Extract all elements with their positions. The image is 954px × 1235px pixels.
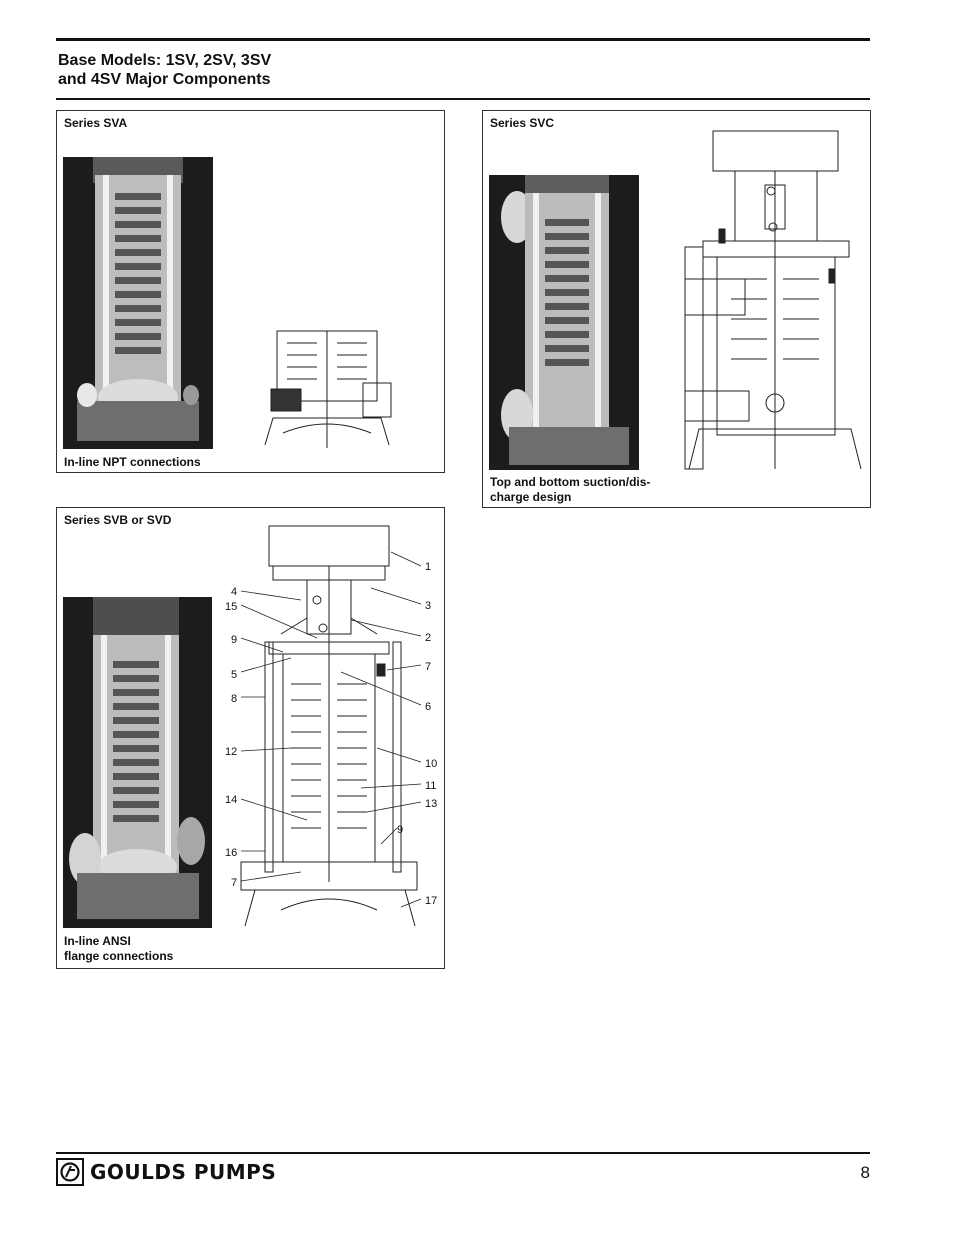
pump-photo-svb bbox=[63, 597, 212, 928]
title-rule bbox=[56, 98, 870, 100]
panel-title-svb: Series SVB or SVD bbox=[64, 513, 172, 527]
caption-svb-line1: In-line ANSI bbox=[64, 934, 131, 948]
callout-7-left: 7 bbox=[231, 877, 237, 889]
page-title-line2: and 4SV Major Components bbox=[58, 71, 271, 88]
top-rule bbox=[56, 38, 870, 41]
callout-9-right: 9 bbox=[397, 824, 403, 836]
panel-series-svb-svd: Series SVB or SVD bbox=[56, 507, 445, 969]
callout-7-right: 7 bbox=[425, 661, 431, 673]
callout-5: 5 bbox=[231, 669, 237, 681]
callout-16: 16 bbox=[225, 847, 237, 859]
brand-name: GOULDS PUMPS bbox=[90, 1160, 277, 1184]
callout-10: 10 bbox=[425, 758, 437, 770]
cross-section-drawing-sva bbox=[263, 323, 403, 453]
callout-13: 13 bbox=[425, 798, 437, 810]
callout-11: 11 bbox=[425, 780, 436, 792]
callout-6: 6 bbox=[425, 701, 431, 713]
callout-14: 14 bbox=[225, 794, 237, 806]
footer-rule bbox=[56, 1152, 870, 1154]
caption-svc-line2: charge design bbox=[490, 490, 572, 504]
caption-svc: Top and bottom suction/dis- charge desig… bbox=[490, 475, 650, 505]
callout-9-left: 9 bbox=[231, 634, 237, 646]
callout-12: 12 bbox=[225, 746, 237, 758]
callout-17: 17 bbox=[425, 895, 437, 907]
callout-1: 1 bbox=[425, 561, 431, 573]
callout-3: 3 bbox=[425, 600, 431, 612]
goulds-emblem-icon bbox=[56, 1158, 84, 1186]
caption-svc-line1: Top and bottom suction/dis- bbox=[490, 475, 651, 489]
panel-title-svc: Series SVC bbox=[490, 116, 555, 130]
panel-series-svc: Series SVC bbox=[482, 110, 871, 508]
page-title-line1: Base Models: 1SV, 2SV, 3SV bbox=[58, 52, 272, 69]
pump-photo-svc bbox=[489, 175, 639, 470]
cross-section-drawing-svb: 4 15 9 5 8 12 14 16 7 1 3 2 7 6 10 11 13… bbox=[221, 522, 443, 932]
callouts-left: 4 15 9 5 8 12 14 16 7 bbox=[225, 586, 237, 889]
pump-photo-sva bbox=[63, 157, 213, 449]
panel-title-sva: Series SVA bbox=[64, 116, 128, 130]
callout-8: 8 bbox=[231, 693, 237, 705]
panel-series-sva: Series SVA bbox=[56, 110, 445, 473]
callout-2: 2 bbox=[425, 632, 431, 644]
cross-section-drawing-svc bbox=[683, 129, 868, 479]
caption-svb-line2: flange connections bbox=[64, 949, 174, 963]
callouts-right: 1 3 2 7 6 10 11 13 9 17 bbox=[397, 561, 437, 907]
caption-svb: In-line ANSI flange connections bbox=[64, 934, 173, 964]
caption-sva: In-line NPT connections bbox=[64, 455, 201, 469]
page-number: 8 bbox=[860, 1163, 870, 1182]
page-title: Base Models: 1SV, 2SV, 3SV and 4SV Major… bbox=[58, 51, 271, 89]
goulds-pumps-logo: GOULDS PUMPS bbox=[56, 1158, 276, 1186]
callout-15: 15 bbox=[225, 601, 237, 613]
callout-4: 4 bbox=[231, 586, 237, 598]
